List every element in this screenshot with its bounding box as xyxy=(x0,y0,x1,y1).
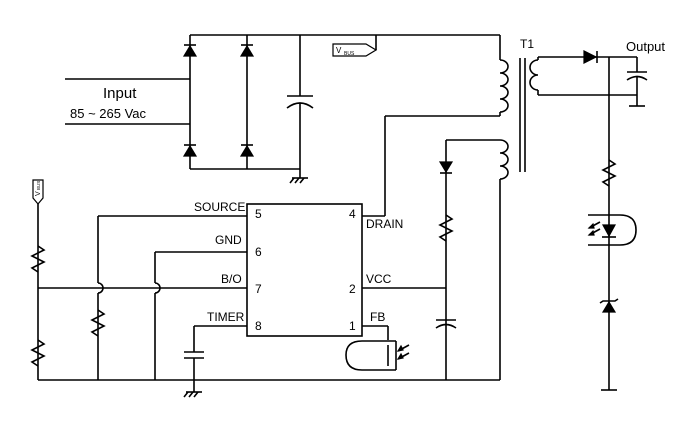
transformer-label: T1 xyxy=(520,37,534,51)
vcc-supply xyxy=(362,140,457,380)
feedback-resistor xyxy=(601,159,617,187)
pin-vcc-label: VCC xyxy=(366,272,392,286)
output-capacitor xyxy=(626,57,648,107)
vbus-sub: BUS xyxy=(344,51,355,57)
pin-vcc-num: 2 xyxy=(349,282,356,296)
aux-diode xyxy=(438,161,454,174)
pin-timer-num: 8 xyxy=(255,319,262,333)
bridge-diode-1 xyxy=(182,44,198,57)
output-section: Output xyxy=(537,39,665,391)
vbus-tag-top: V BUS xyxy=(300,34,500,57)
ground-rail xyxy=(38,179,501,381)
pin-bo-label: B/O xyxy=(221,272,242,286)
aux-resistor xyxy=(438,214,454,242)
vbus-left-label: V xyxy=(35,191,42,196)
ground-symbol-bridge xyxy=(289,177,308,184)
optotransistor xyxy=(345,325,410,371)
bridge-diode-4 xyxy=(239,144,255,157)
pin-drain-num: 4 xyxy=(349,207,356,221)
output-diode xyxy=(583,50,598,64)
bulk-capacitor xyxy=(286,35,314,178)
pin-gnd-label: GND xyxy=(215,233,242,247)
pin-fb-label: FB xyxy=(370,310,385,324)
pin-source-label: SOURCE xyxy=(194,200,245,214)
optocoupler-led xyxy=(587,214,637,246)
vcc-capacitor xyxy=(435,319,457,329)
timer-wiring xyxy=(183,325,247,398)
transformer-t1: T1 xyxy=(385,35,539,180)
vbus-divider: V BUS xyxy=(30,179,46,380)
bridge-rectifier xyxy=(182,34,314,184)
pin-bo-num: 7 xyxy=(255,282,262,296)
pin-timer-label: TIMER xyxy=(207,310,245,324)
ac-input: Input 85 ~ 265 Vac xyxy=(65,78,190,125)
vbus-left-sub: BUS xyxy=(36,181,41,190)
input-title: Input xyxy=(103,85,137,102)
pin-drain-label: DRAIN xyxy=(366,217,403,231)
source-wiring xyxy=(90,215,247,380)
bridge-diode-2 xyxy=(239,44,255,57)
pin-gnd-num: 6 xyxy=(255,245,262,259)
controller-ic: SOURCE 5 GND 6 B/O 7 TIMER 8 DRAIN 4 VCC… xyxy=(194,200,403,337)
pin-source-num: 5 xyxy=(255,207,262,221)
input-range: 85 ~ 265 Vac xyxy=(70,106,147,121)
pin-fb-num: 1 xyxy=(349,319,356,333)
bridge-diode-3 xyxy=(182,144,198,157)
vbus-label: V xyxy=(336,46,342,55)
output-label: Output xyxy=(626,39,665,54)
zener-diode xyxy=(599,298,619,313)
